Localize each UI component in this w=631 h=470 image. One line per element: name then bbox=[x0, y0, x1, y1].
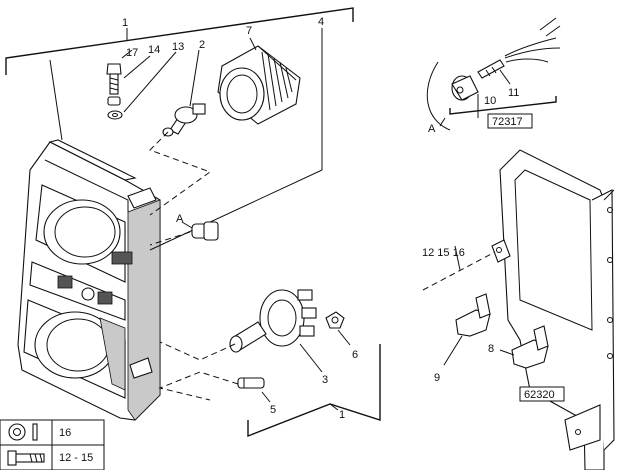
terminals-11 bbox=[477, 59, 505, 79]
callout-8: 8 bbox=[488, 343, 494, 355]
callout-6: 6 bbox=[352, 349, 358, 361]
screw-17 bbox=[106, 63, 122, 95]
headlamp-bulb-3 bbox=[229, 289, 323, 373]
top-group-bracket bbox=[5, 7, 354, 141]
callout-2: 2 bbox=[199, 39, 205, 51]
callout-13: 13 bbox=[172, 41, 184, 53]
washer-13 bbox=[107, 110, 123, 120]
callout-14: 14 bbox=[148, 44, 160, 56]
clip-6 bbox=[325, 311, 351, 346]
callout-5: 5 bbox=[270, 404, 276, 416]
callout-12-15-16: 12 15 16 bbox=[422, 247, 465, 259]
headlamp-housing bbox=[17, 139, 161, 421]
callout-17: 17 bbox=[126, 47, 138, 59]
side-bulb-A bbox=[181, 221, 219, 241]
callout-3: 3 bbox=[322, 374, 328, 386]
small-bulb-5 bbox=[237, 377, 271, 403]
mounting-bracket bbox=[491, 149, 615, 470]
callout-10: 10 bbox=[484, 95, 496, 107]
callout-9: 9 bbox=[434, 372, 440, 384]
wire-harness bbox=[504, 17, 561, 63]
dust-cap-7 bbox=[217, 37, 301, 125]
svg-text:72317: 72317 bbox=[492, 116, 523, 128]
callout-A-left: A bbox=[176, 213, 184, 225]
callout-7: 7 bbox=[246, 25, 252, 37]
reference-box-62320: 62320 bbox=[519, 386, 565, 402]
callout-11: 11 bbox=[508, 87, 519, 99]
svg-text:62320: 62320 bbox=[524, 389, 555, 401]
bottom-group-bracket bbox=[247, 344, 381, 438]
callout-1-bottom: 1 bbox=[339, 409, 345, 421]
bolt-icon bbox=[7, 450, 45, 466]
detail-A bbox=[426, 17, 561, 131]
legend-row1-ref: 16 bbox=[59, 427, 71, 439]
washer-icon bbox=[8, 423, 38, 441]
fastener-legend: 16 12 - 15 bbox=[0, 419, 105, 470]
legend-row2-ref: 12 - 15 bbox=[59, 452, 93, 464]
clip-bracket-8 bbox=[499, 325, 549, 369]
connector-10 bbox=[451, 75, 479, 101]
callout-1-top: 1 bbox=[122, 17, 128, 29]
clip-bracket-9 bbox=[443, 293, 491, 366]
callout-A-right: A bbox=[428, 123, 436, 135]
washer-14 bbox=[107, 96, 121, 106]
bulb-2 bbox=[162, 49, 206, 137]
callout-4: 4 bbox=[318, 16, 324, 28]
reference-box-72317: 72317 bbox=[487, 113, 533, 129]
